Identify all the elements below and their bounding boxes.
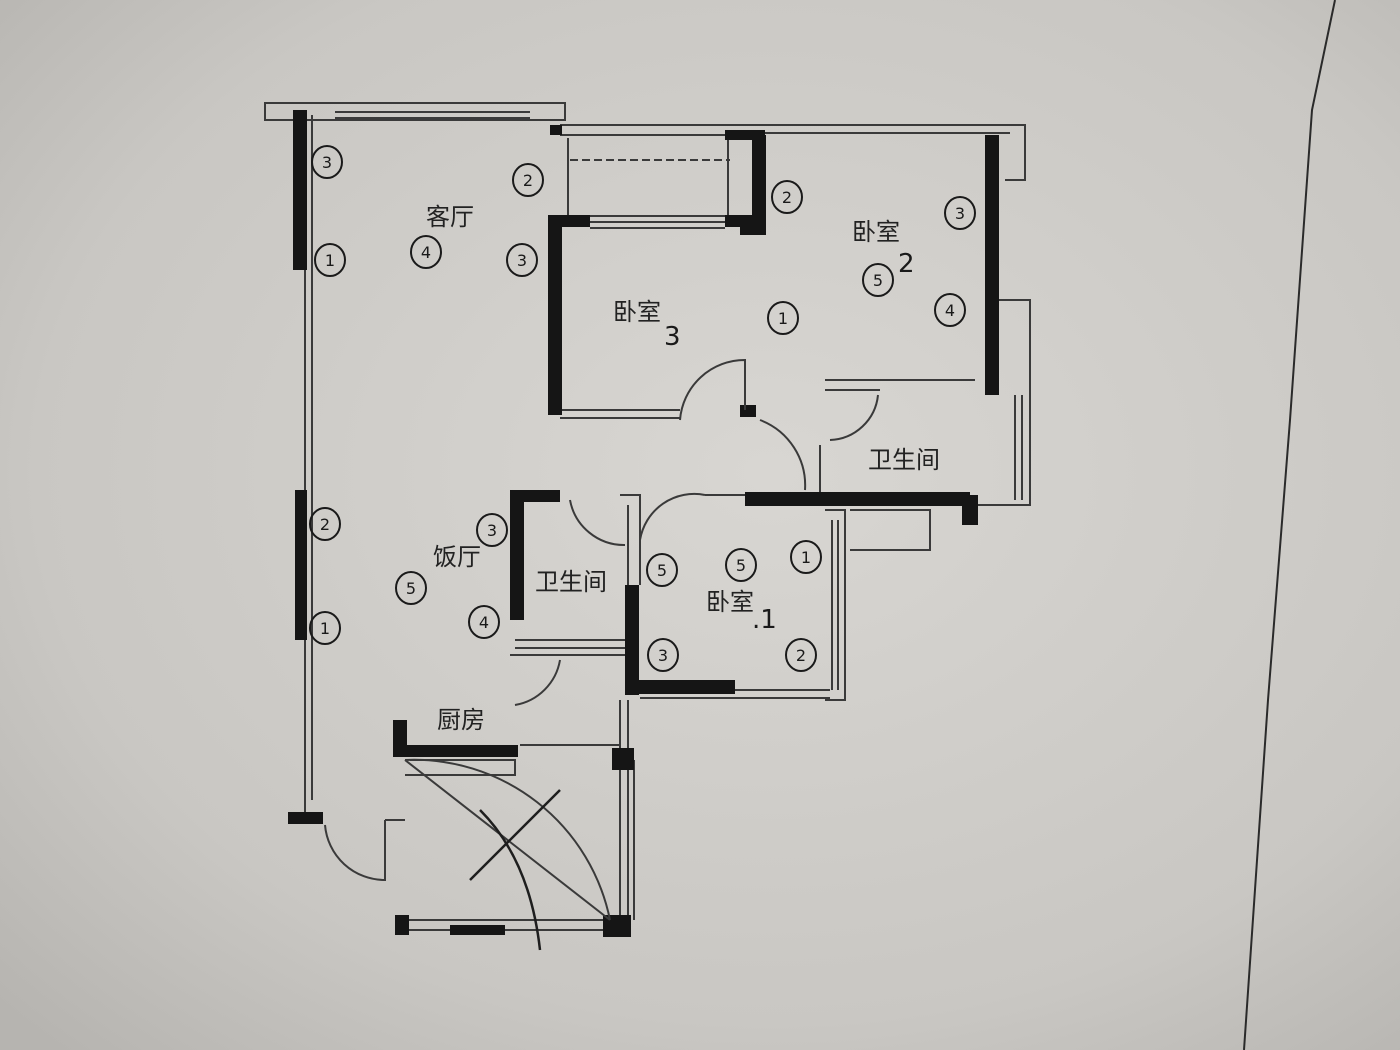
sheet-edge-line	[1243, 0, 1336, 1050]
door-bath-lower	[569, 499, 626, 547]
marker-circle-bedroom2-1	[944, 196, 976, 230]
room-number-bedroom1: .1	[752, 605, 777, 635]
door-bedroom3	[679, 358, 746, 421]
marker-circle-bedroom1-0	[646, 553, 678, 587]
marker-number-bedroom1-2: 1	[801, 548, 811, 567]
marker-circle-bedroom1-3	[647, 638, 679, 672]
marker-number-dining-1: 3	[487, 521, 497, 540]
marker-circle-living-2	[410, 235, 442, 269]
room-label-kitchen: 厨房	[437, 706, 485, 734]
marker-number-bedroom2-4: 4	[945, 301, 955, 320]
room-label-bedroom2: 卧室	[852, 218, 900, 246]
marker-number-bedroom2-1: 3	[955, 204, 965, 223]
marker-circle-bedroom2-0	[771, 180, 803, 214]
marker-circle-living-1	[512, 163, 544, 197]
marker-circle-bedroom1-2	[790, 540, 822, 574]
marker-number-dining-0: 2	[320, 515, 330, 534]
marker-number-bedroom1-4: 2	[796, 646, 806, 665]
circled-markers: 3 2 4 1 3 2 3 5 1 4 2 3 5 1 4 5 5 1 3 2	[309, 145, 976, 672]
marker-circle-bedroom1-4	[785, 638, 817, 672]
room-number-bedroom2: 2	[898, 249, 915, 279]
room-label-dining: 饭厅	[433, 543, 481, 571]
room-label-bath-upper: 卫生间	[868, 446, 940, 474]
marker-number-bedroom1-0: 5	[657, 561, 667, 580]
door-entry	[324, 820, 386, 882]
room-number-bedroom3: 3	[664, 322, 681, 352]
marker-circle-dining-3	[309, 611, 341, 645]
marker-circle-bedroom1-1	[725, 548, 757, 582]
marker-circle-bedroom2-2	[862, 263, 894, 297]
marker-number-dining-2: 5	[406, 579, 416, 598]
hand-cross	[469, 789, 561, 951]
marker-number-bedroom1-3: 3	[658, 646, 668, 665]
door-bath-upper	[829, 394, 879, 441]
marker-circle-bedroom2-4	[934, 293, 966, 327]
door-kitchen	[514, 659, 561, 706]
marker-circle-living-0	[311, 145, 343, 179]
room-label-bedroom1: 卧室	[706, 588, 754, 616]
marker-number-living-3: 1	[325, 251, 335, 270]
marker-circle-living-4	[506, 243, 538, 277]
marker-number-dining-3: 1	[320, 619, 330, 638]
marker-circle-living-3	[314, 243, 346, 277]
room-label-living: 客厅	[426, 203, 474, 231]
marker-circle-dining-1	[476, 513, 508, 547]
marker-number-bedroom1-1: 5	[736, 556, 746, 575]
door-bedroom1	[639, 492, 706, 541]
marker-number-bedroom2-2: 5	[873, 271, 883, 290]
walls-thick	[288, 110, 999, 937]
room-label-bedroom3: 卧室	[613, 298, 661, 326]
door-storage	[404, 758, 611, 921]
marker-number-bedroom2-3: 1	[778, 309, 788, 328]
marker-circle-dining-2	[395, 571, 427, 605]
door-hall	[759, 419, 807, 491]
marker-number-bedroom2-0: 2	[782, 188, 792, 207]
marker-number-living-4: 3	[517, 251, 527, 270]
marker-number-dining-4: 4	[479, 613, 489, 632]
marker-number-living-1: 2	[523, 171, 533, 190]
marker-circle-dining-0	[309, 507, 341, 541]
room-label-bath-lower: 卫生间	[535, 568, 607, 596]
door-swings	[324, 358, 879, 921]
marker-number-living-2: 4	[421, 243, 431, 262]
marker-number-living-0: 3	[322, 153, 332, 172]
marker-circle-dining-4	[468, 605, 500, 639]
marker-circle-bedroom2-3	[767, 301, 799, 335]
